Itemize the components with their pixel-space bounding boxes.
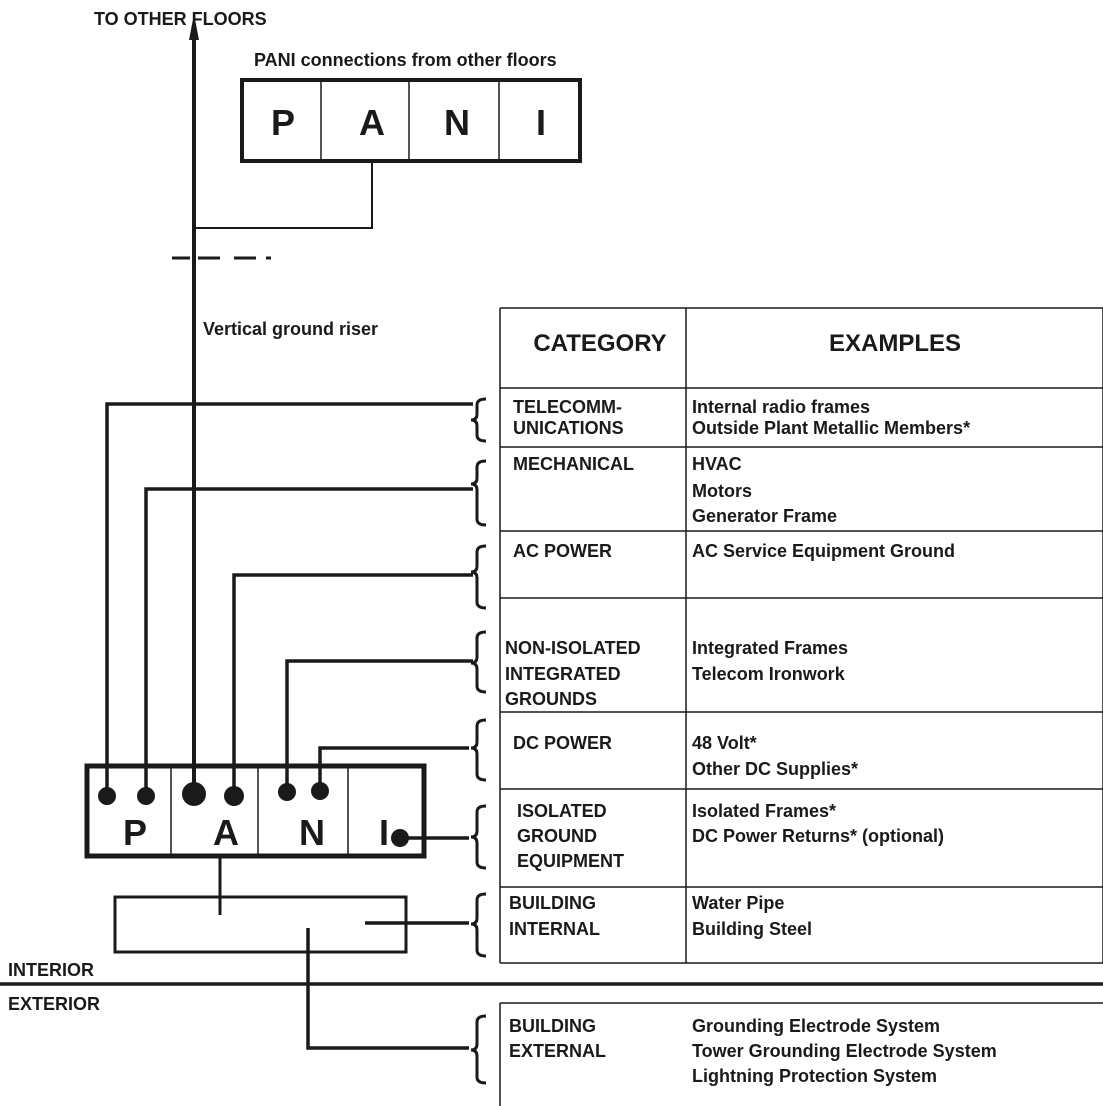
category-line: NON-ISOLATED — [505, 638, 641, 658]
terminal-dot — [224, 786, 244, 806]
category-line: MECHANICAL — [513, 454, 634, 474]
external-section: BUILDING EXTERNAL Grounding Electrode Sy… — [509, 1016, 997, 1086]
riser-arrow-icon — [189, 14, 199, 40]
table-row-dc-power: DC POWER 48 Volt* Other DC Supplies* — [513, 733, 858, 779]
brace-isolated — [470, 804, 487, 870]
brace-dc-power — [470, 718, 487, 782]
bonding-conductors — [105, 402, 473, 925]
upper-a-connector — [196, 161, 373, 229]
example-line: 48 Volt* — [692, 733, 757, 753]
example-line: Outside Plant Metallic Members* — [692, 418, 970, 438]
brace-telecom — [470, 397, 487, 443]
conductor-ac-power — [232, 573, 473, 796]
terminal-dot — [98, 787, 116, 805]
table-row-ac-power: AC POWER AC Service Equipment Ground — [513, 541, 955, 561]
table-row-isolated: ISOLATED GROUND EQUIPMENT Isolated Frame… — [517, 801, 944, 871]
brace-ac-power — [470, 544, 487, 610]
interior-label: INTERIOR — [8, 960, 94, 980]
table-row-mechanical: MECHANICAL HVAC Motors Generator Frame — [513, 454, 837, 526]
table-row-non-isolated: NON-ISOLATED INTEGRATED GROUNDS Integrat… — [505, 638, 848, 709]
conductor-dc-power — [318, 746, 469, 792]
vertical-riser-label: Vertical ground riser — [203, 319, 378, 339]
bar-letter-a: A — [213, 812, 239, 853]
external-example-line: Grounding Electrode System — [692, 1016, 940, 1036]
conductor-building-external — [306, 928, 469, 1050]
example-line: Internal radio frames — [692, 397, 870, 417]
category-line: EQUIPMENT — [517, 851, 624, 871]
category-line: TELECOMM- — [513, 397, 622, 417]
category-line: GROUNDS — [505, 689, 597, 709]
main-pani-bar: P A N I — [84, 763, 427, 859]
table-row-building-internal: BUILDING INTERNAL Water Pipe Building St… — [509, 893, 812, 939]
upper-pani-bar: P A N I — [240, 78, 582, 163]
upper-bar-letter-n: N — [444, 102, 470, 143]
building-internal-bond-box — [113, 895, 408, 954]
category-line: INTEGRATED — [505, 664, 621, 684]
category-line: GROUND — [517, 826, 597, 846]
bar-letter-n: N — [299, 812, 325, 853]
upper-bar-letter-a: A — [359, 102, 385, 143]
terminal-dot — [182, 782, 206, 806]
brace-building-external — [470, 1014, 487, 1085]
terminal-dot — [311, 782, 329, 800]
brace-non-isolated — [470, 630, 487, 694]
bar-letter-p: P — [123, 812, 147, 853]
example-line: Motors — [692, 481, 752, 501]
brace-building-internal — [470, 892, 487, 958]
category-line: BUILDING — [509, 893, 596, 913]
upper-bar-letter-i: I — [536, 102, 546, 143]
bar-terminals — [98, 782, 409, 847]
example-line: Water Pipe — [692, 893, 784, 913]
conductor-non-isolated — [285, 659, 473, 792]
example-line: Integrated Frames — [692, 638, 848, 658]
category-line: UNICATIONS — [513, 418, 624, 438]
example-line: DC Power Returns* (optional) — [692, 826, 944, 846]
example-line: HVAC — [692, 454, 742, 474]
terminal-dot — [137, 787, 155, 805]
example-line: Generator Frame — [692, 506, 837, 526]
exterior-label: EXTERIOR — [8, 994, 100, 1014]
table-row-telecommunications: TELECOMM- UNICATIONS Internal radio fram… — [513, 397, 970, 438]
category-braces — [470, 397, 487, 1085]
to-other-floors-label: TO OTHER FLOORS — [94, 9, 267, 29]
external-example-line: Lightning Protection System — [692, 1066, 937, 1086]
terminal-dot — [278, 783, 296, 801]
pani-connections-label: PANI connections from other floors — [254, 50, 557, 70]
upper-bar-letter-p: P — [271, 102, 295, 143]
category-line: ISOLATED — [517, 801, 607, 821]
category-table: CATEGORY EXAMPLES — [499, 307, 1103, 964]
example-line: Building Steel — [692, 919, 812, 939]
header-examples: EXAMPLES — [829, 330, 961, 357]
category-line: INTERNAL — [509, 919, 600, 939]
brace-mechanical — [470, 459, 487, 527]
external-category-line: BUILDING — [509, 1016, 596, 1036]
external-category-line: EXTERNAL — [509, 1041, 606, 1061]
category-line: DC POWER — [513, 733, 612, 753]
conductor-telecom — [105, 402, 473, 796]
header-category: CATEGORY — [533, 330, 666, 357]
terminal-dot — [391, 829, 409, 847]
conductor-mechanical — [144, 487, 473, 796]
category-line: AC POWER — [513, 541, 612, 561]
example-line: Isolated Frames* — [692, 801, 836, 821]
example-line: Other DC Supplies* — [692, 759, 858, 779]
bar-letter-i: I — [379, 812, 389, 853]
example-line: AC Service Equipment Ground — [692, 541, 955, 561]
external-example-line: Tower Grounding Electrode System — [692, 1041, 997, 1061]
example-line: Telecom Ironwork — [692, 664, 846, 684]
